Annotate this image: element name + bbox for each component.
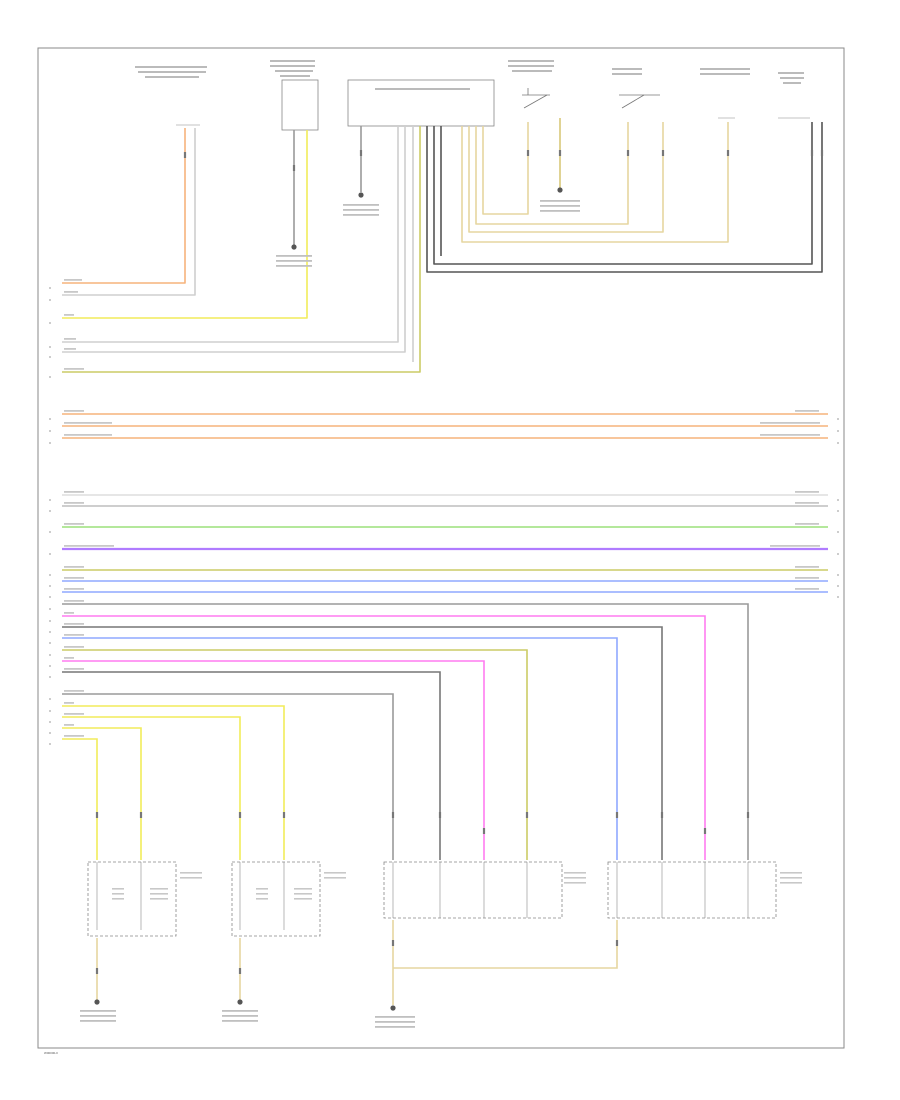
- diagram-code: W00000-0: [44, 1051, 58, 1055]
- pin-markers: [49, 287, 839, 745]
- bus-wires: [62, 413, 828, 860]
- connector-marks: [95, 150, 824, 974]
- top-components: [135, 60, 810, 131]
- bottom-components: [87, 861, 802, 937]
- front-left-module-box: [383, 861, 563, 919]
- sensor-box: [281, 79, 319, 131]
- bottom-grounds: [94, 999, 396, 1011]
- left-headlamp-box: [87, 861, 177, 937]
- control-module-box: [347, 79, 495, 127]
- diagram-frame: [37, 47, 845, 1049]
- bottom-wires: [96, 920, 618, 1005]
- right-headlamp-box: [231, 861, 321, 937]
- top-grounds: [291, 187, 563, 250]
- front-right-module-box: [607, 861, 777, 919]
- top-wiring: [62, 118, 823, 373]
- wire-labels: [64, 279, 820, 737]
